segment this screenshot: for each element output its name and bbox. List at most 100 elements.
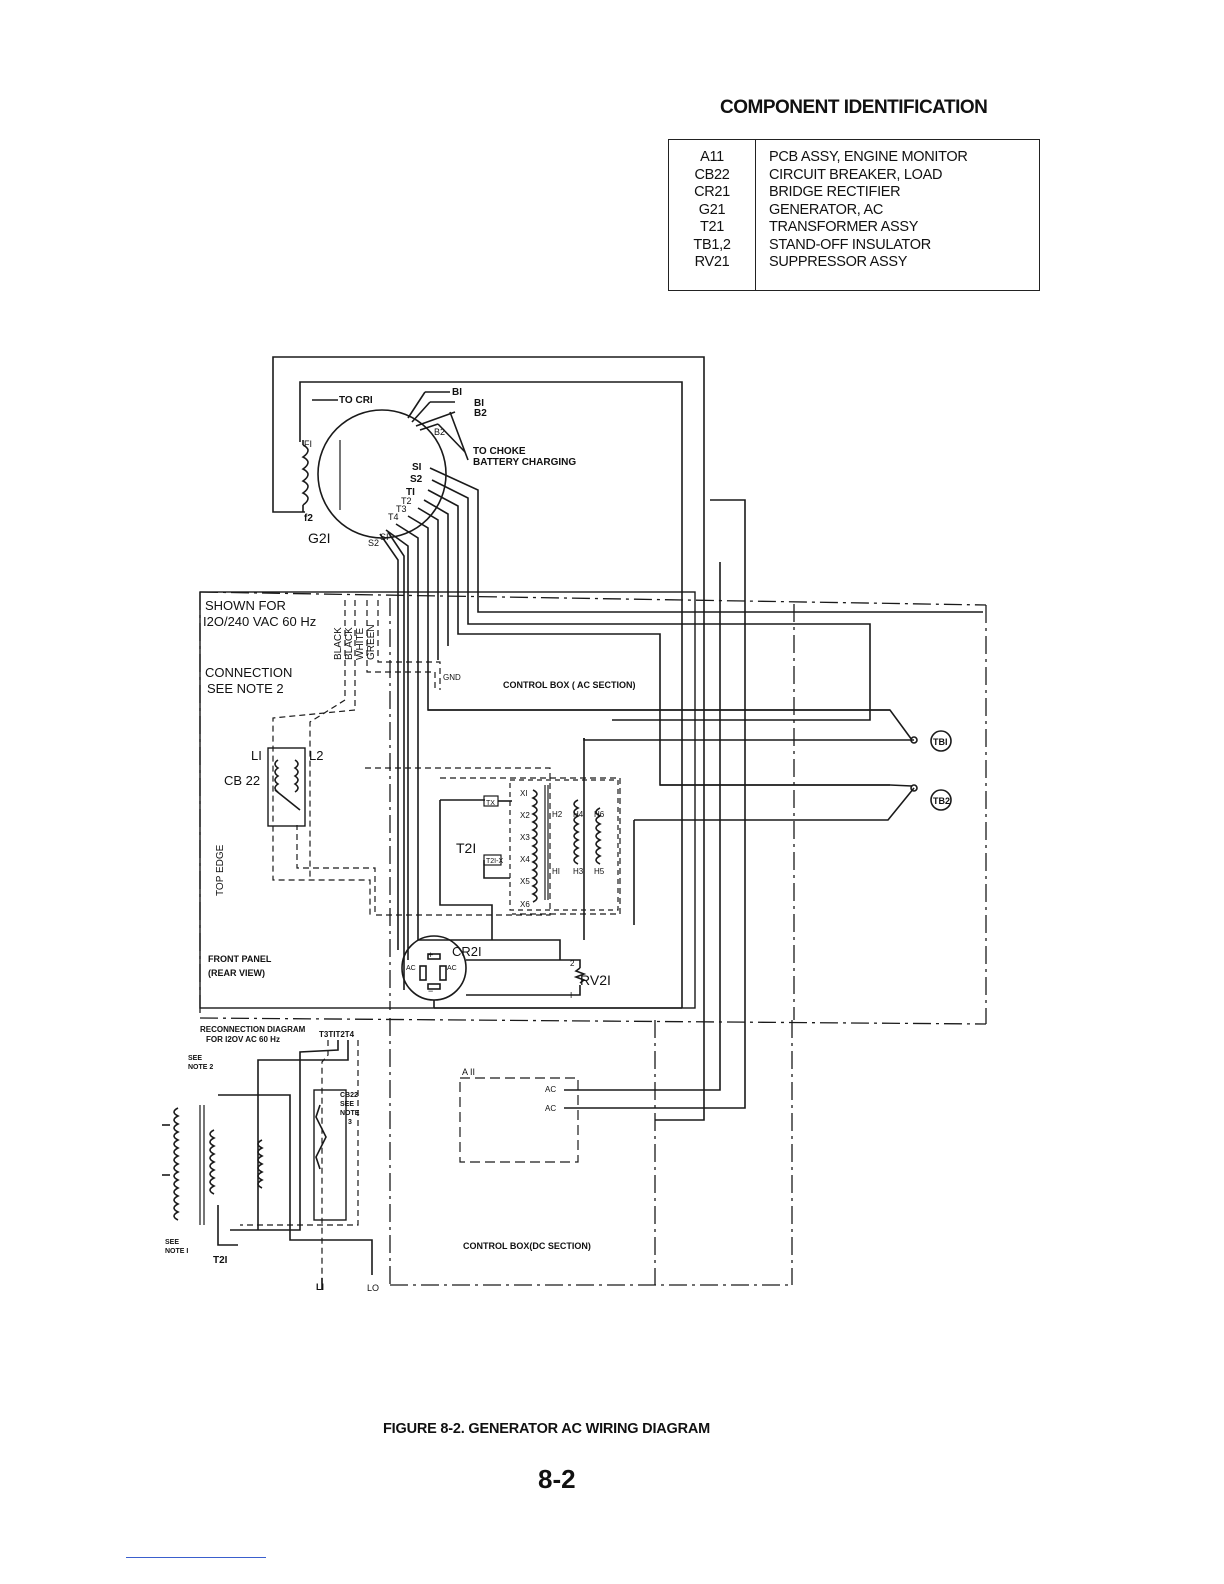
field-winding [301,444,309,506]
transformer-t21 [509,779,619,911]
table-row: RV21 SUPPRESSOR ASSY [669,254,1039,272]
cr21-ac2-label: AC [447,965,457,972]
see-note-2-label: SEE NOTE 2 [207,681,284,696]
reconnection-cb22-d: 3 [348,1119,352,1126]
reconnection-l1-label: LI [316,1282,324,1292]
footer-rule [126,1557,266,1558]
x2-tap-label: X2 [520,811,530,820]
component-identification-table: A11 PCB ASSY, ENGINE MONITOR CB22 CIRCUI… [668,139,1040,291]
cr21-minus-label: − [428,986,433,996]
cr21-ac1-label: AC [406,965,416,972]
rv21-suppressor [573,967,587,984]
cr21-label: CR2I [452,944,482,959]
see-note-2-b: NOTE 2 [188,1064,213,1071]
see-note-1-a: SEE [165,1239,179,1246]
h1-tap-label: HI [552,867,560,876]
generator-g21 [317,409,447,539]
tb1-label: TBI [933,737,948,747]
a11-ac2-label: AC [545,1104,556,1113]
cb22-label: CB 22 [224,773,260,788]
table-row: T21 TRANSFORMER ASSY [669,219,1039,237]
x1-tap-label: XI [520,789,528,798]
table-divider [755,140,756,290]
tx-label: TX [486,800,495,807]
component-description: CIRCUIT BREAKER, LOAD [769,166,943,183]
t1-label: TI [406,487,415,498]
shown-for-label: SHOWN FOR [205,598,286,613]
x5-tap-label: X5 [520,877,530,886]
table-row: CR21 BRIDGE RECTIFIER [669,184,1039,202]
s1-low-label: SI [380,532,389,542]
h3-tap-label: H3 [573,867,584,876]
t21x-label: T2I-X [486,858,503,865]
control-box-dc-label: CONTROL BOX(DC SECTION) [463,1241,591,1251]
s1-lead [429,467,983,613]
rv21-pin1-label: I [570,991,572,1000]
rv21-pin2-label: 2 [570,959,575,968]
reconnection-cb22-b: SEE [340,1101,354,1108]
l2-label: L2 [309,748,323,763]
component-code: T21 [699,219,725,235]
component-description: BRIDGE RECTIFIER [769,184,901,200]
b1-outer-label: BI [452,387,462,398]
a11-ac1-label: AC [545,1085,556,1094]
component-code: G21 [698,201,726,218]
s2-low-label: S2 [368,538,379,548]
voltage-label: I2O/240 VAC 60 Hz [203,614,316,629]
gnd-label: GND [443,673,461,682]
page-number: 8-2 [538,1464,576,1494]
t3-label: T3 [396,504,407,514]
f1-label: FI [304,439,312,449]
x6-tap-label: X6 [520,900,530,909]
a11-engine-monitor [459,1077,579,1163]
reconnection-title: RECONNECTION DIAGRAM [200,1025,306,1034]
t4-label: T4 [388,512,399,522]
wire-color-white: WHITE [355,627,366,660]
reconnection-cb22-c: NOTE [340,1110,360,1117]
table-row: TB1,2 STAND-OFF INSULATOR [669,237,1039,255]
h4-tap-label: H4 [573,810,584,819]
component-description: SUPPRESSOR ASSY [769,254,908,270]
table-row: G21 GENERATOR, AC [669,202,1039,220]
x4-tap-label: X4 [520,855,530,864]
tb2-label: TB2 [933,796,950,806]
battery-charging-label: BATTERY CHARGING [473,457,576,468]
b2-label: B2 [474,408,487,419]
component-description: PCB ASSY, ENGINE MONITOR [769,149,968,165]
table-row: CB22 CIRCUIT BREAKER, LOAD [669,167,1039,185]
b2-inner-label: B2 [434,427,445,437]
see-note-2-a: SEE [188,1055,202,1062]
to-cr1-wire [299,381,683,1008]
table-row: A11 PCB ASSY, ENGINE MONITOR [669,149,1039,167]
g21-label: G2I [308,530,331,546]
t2-label: T2 [401,496,412,506]
figure-caption: FIGURE 8-2. GENERATOR AC WIRING DIAGRAM [383,1421,711,1437]
control-box-ac-label: CONTROL BOX ( AC SECTION) [503,680,636,690]
component-description: GENERATOR, AC [769,201,884,218]
to-cr1-label: TO CRI [339,395,373,406]
component-code: CR21 [694,184,730,200]
connection-label: CONNECTION [205,665,292,680]
component-code: A11 [700,149,724,165]
cr21-plus-label: + [428,950,433,960]
x3-tap-label: X3 [520,833,530,842]
s1-label: SI [412,462,422,473]
b1-label: BI [474,398,484,409]
component-description: STAND-OFF INSULATOR [769,236,931,253]
f2-label: f2 [304,513,313,524]
reconnection-t21-label: T2I [213,1255,228,1266]
l1-label: LI [251,748,262,763]
component-code: RV21 [694,254,730,270]
component-code: TB1,2 [693,236,731,253]
tb1-terminal [930,730,952,752]
wire-color-black-2: BLACK [344,627,355,660]
t21-label: T2I [456,840,476,856]
wire-color-green: GREEN [366,624,377,660]
cb22-breaker [267,747,306,827]
field-wire-loop [272,356,705,1121]
rear-view-label: (REAR VIEW) [208,968,265,978]
tb2-terminal [930,789,952,811]
h5-tap-label: H5 [594,867,605,876]
reconnection-subtitle: FOR I2OV AC 60 Hz [206,1035,280,1044]
